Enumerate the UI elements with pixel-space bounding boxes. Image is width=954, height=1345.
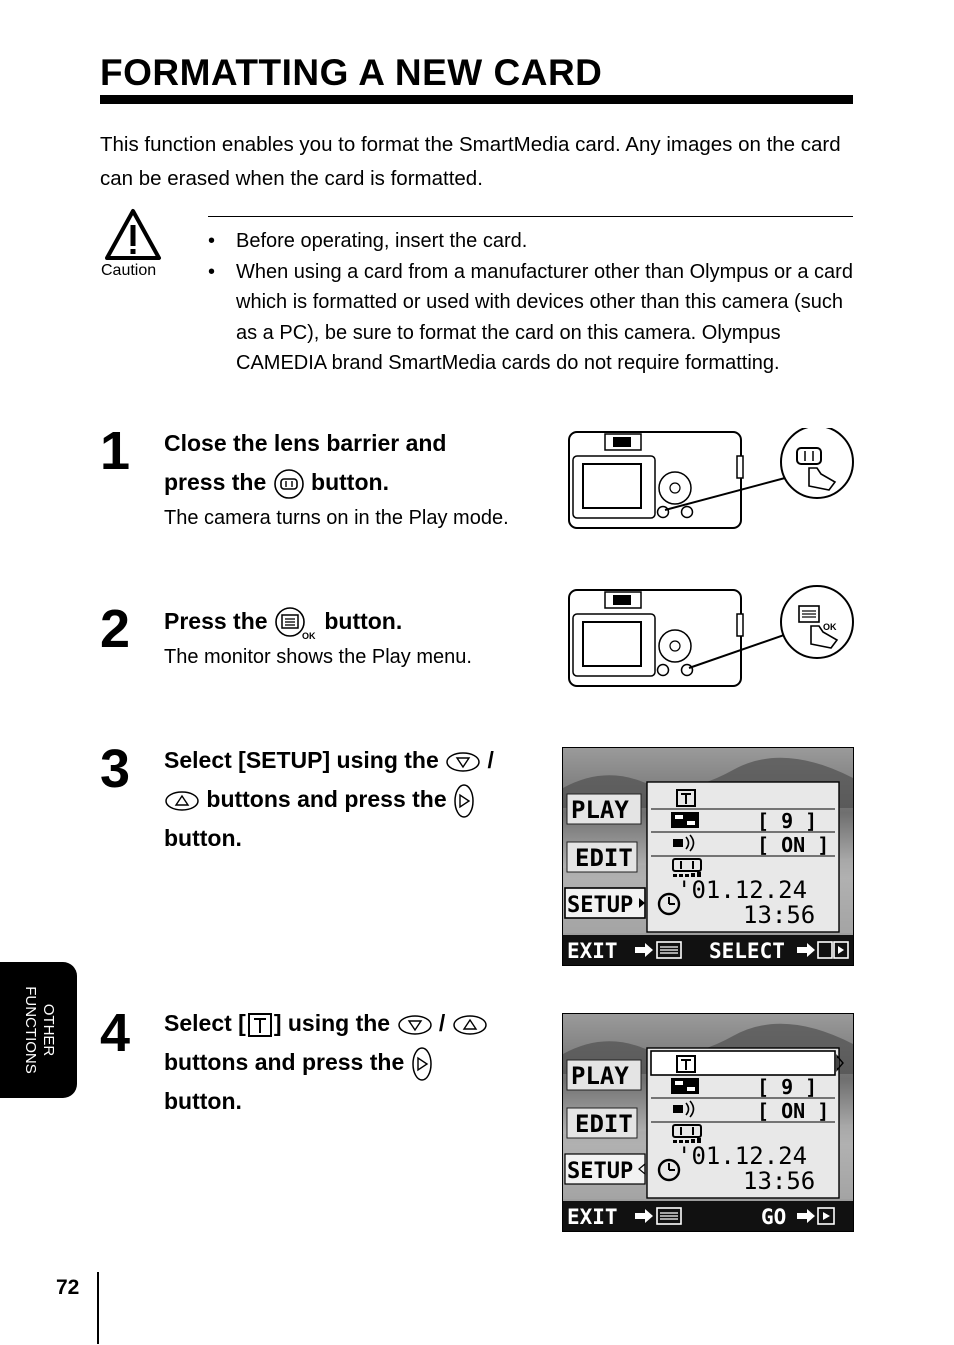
step-1-line1: Close the lens barrier and: [164, 430, 447, 456]
menu-ok-button-icon: OK: [275, 607, 316, 640]
step-4-line3: button.: [164, 1088, 242, 1114]
step-1-body: The camera turns on in the Play mode.: [164, 507, 509, 529]
menu-edit: EDIT: [575, 1110, 633, 1138]
caution-icon: [105, 209, 161, 260]
step-2-body: The monitor shows the Play menu.: [164, 646, 472, 668]
arrow-right-button-icon: [454, 784, 474, 818]
intro-paragraph: This function enables you to format the …: [100, 133, 841, 190]
monitor-brightness-icon: [672, 1124, 702, 1143]
format-card-icon: [247, 1012, 272, 1037]
arrow-right-button-icon: [411, 1047, 432, 1081]
step-2-heading: Press the OK button.: [164, 602, 402, 641]
time-value: 13:56: [743, 901, 815, 929]
caution-label: Caution: [101, 262, 157, 279]
step-3-heading: Select [SETUP] using the / buttons and p…: [164, 741, 544, 858]
caution-list: Before operating, insert the card. When …: [208, 226, 858, 379]
arrow-up-button-icon: [165, 791, 199, 811]
row3-value: [ ON ]: [757, 1099, 829, 1123]
page-number: 72: [56, 1276, 80, 1299]
page-number-rule: [97, 1272, 99, 1344]
camera-back-illustration: OK: [568, 585, 854, 687]
camera-back-illustration: [568, 428, 854, 529]
monitor-brightness-icon: [672, 858, 702, 877]
step-1-heading: Close the lens barrier and press the but…: [164, 424, 446, 502]
title-rule: [100, 95, 853, 104]
select-label: SELECT: [709, 939, 785, 963]
step-4-text: Select [: [164, 1010, 246, 1036]
step-1-line2: press the button.: [164, 463, 446, 502]
step-4-text: buttons and press the: [164, 1049, 405, 1075]
side-tab-other-functions: OTHER FUNCTIONS: [0, 962, 77, 1098]
caution-rule: [208, 216, 853, 217]
side-tab-line1: OTHER: [39, 1003, 57, 1057]
step-3-text: buttons and press the: [206, 786, 447, 812]
menu-edit: EDIT: [575, 844, 633, 872]
menu-setup: SETUP: [567, 893, 633, 918]
format-card-icon: [676, 1055, 696, 1073]
step-3-text: Select [SETUP] using the: [164, 747, 439, 773]
lcd-setup-screen: PLAY EDIT SETUP [ 9 ] [ ON ]: [562, 747, 854, 966]
step-4-line1: Select [ ] using the /: [164, 1004, 544, 1043]
play-button-icon: [273, 469, 304, 499]
step-1-number: 1: [100, 421, 131, 481]
step-3-number: 3: [100, 739, 131, 799]
exit-label: EXIT: [567, 1205, 618, 1229]
caution-bullet: When using a card from a manufacturer ot…: [208, 257, 858, 379]
side-tab-line2: FUNCTIONS: [21, 986, 39, 1074]
beep-icon: [673, 834, 695, 852]
row2-value: [ 9 ]: [757, 1075, 817, 1099]
step-4-text: /: [438, 1010, 446, 1036]
ok-label: OK: [302, 631, 316, 640]
ok-label: OK: [823, 622, 837, 632]
step-4-text: ] using the: [273, 1010, 391, 1036]
step-3-text: /: [487, 747, 494, 773]
arrow-down-button-icon: [397, 1015, 432, 1035]
arrow-down-button-icon: [446, 752, 480, 772]
step-2-number: 2: [100, 599, 131, 659]
menu-play: PLAY: [571, 1062, 629, 1090]
step-1-text: press the: [164, 469, 267, 495]
page-title: FORMATTING A NEW CARD: [100, 52, 603, 93]
row2-value: [ 9 ]: [757, 809, 817, 833]
lcd-format-screen: PLAY EDIT SETUP [ 9 ] [ ON ]: [562, 1013, 854, 1232]
date-value: '01.12.24: [677, 876, 807, 904]
go-label: GO: [761, 1205, 786, 1229]
step-4-heading: Select [ ] using the / buttons and press…: [164, 1004, 544, 1121]
time-value: 13:56: [743, 1167, 815, 1195]
arrow-up-button-icon: [452, 1015, 487, 1035]
clock-icon: [657, 892, 681, 916]
step-1-text: button.: [311, 469, 389, 495]
clock-icon: [657, 1158, 681, 1182]
beep-icon: [673, 1100, 695, 1118]
step-2-text: button.: [324, 608, 403, 634]
step-3-line3: button.: [164, 825, 242, 851]
step-3-line2: buttons and press the: [164, 780, 544, 819]
step-4-number: 4: [100, 1003, 131, 1063]
menu-play: PLAY: [571, 796, 629, 824]
step-3-line1: Select [SETUP] using the /: [164, 741, 544, 780]
row3-value: [ ON ]: [757, 833, 829, 857]
step-4-line2: buttons and press the: [164, 1043, 544, 1082]
caution-bullet: Before operating, insert the card.: [208, 226, 858, 257]
format-card-icon: [676, 789, 696, 807]
menu-setup: SETUP: [567, 1159, 633, 1184]
step-2-text: Press the: [164, 608, 268, 634]
exit-label: EXIT: [567, 939, 618, 963]
date-value: '01.12.24: [677, 1142, 807, 1170]
